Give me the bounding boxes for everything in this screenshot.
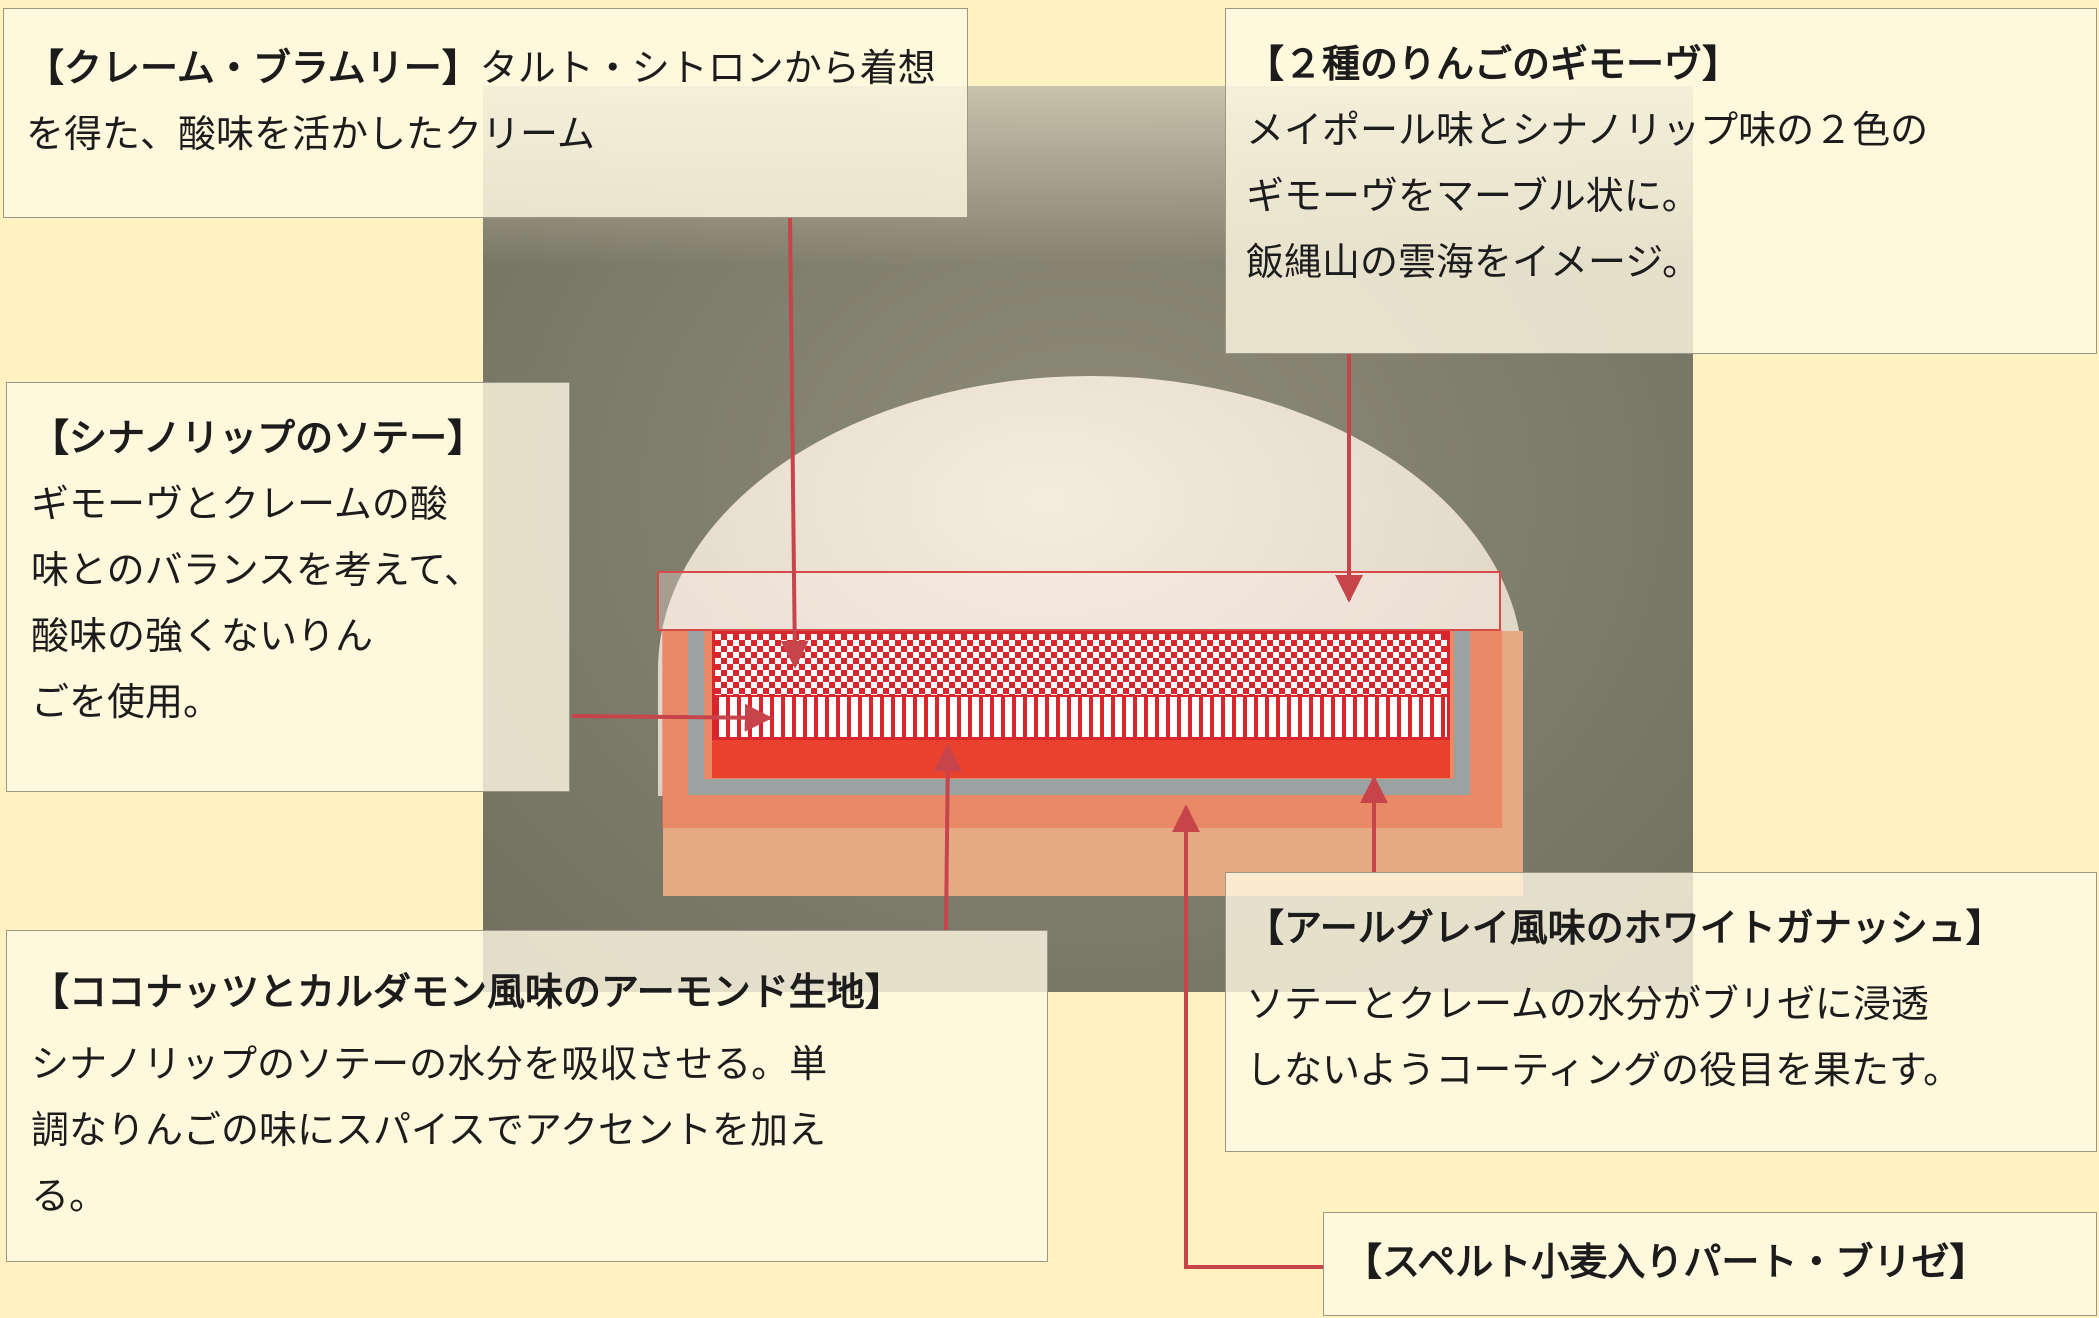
arrow-saute <box>571 703 773 732</box>
label-almond: 【ココナッツとカルダモン風味のアーモンド生地】 シナノリップのソテーの水分を吸収… <box>6 930 1048 1262</box>
label-almond-desc: シナノリップのソテーの水分を吸収させる。単 調なりんごの味にスパイスでアクセント… <box>31 1042 828 1218</box>
layer-white-ganache <box>688 630 1470 795</box>
label-creme-brulee: 【クレーム・ブラムリー】タルト・シトロンから着想を得た、酸味を活かしたクリーム <box>3 8 968 218</box>
layer-apple-saute <box>712 695 1450 740</box>
label-creme-brulee-desc: タルト・シトロンから着想を得た、酸味を活かしたクリーム <box>26 46 936 156</box>
label-guimauve: 【２種のりんごのギモーヴ】 メイポール味とシナノリップ味の２色の ギモーヴをマー… <box>1225 8 2097 354</box>
label-saute-title: 【シナノリップのソテー】 <box>31 416 486 460</box>
label-saute-desc: ギモーヴとクレームの酸 味とのバランスを考えて、 酸味の強くないりん ごを使用。 <box>31 482 483 724</box>
arrow-almond <box>933 743 962 931</box>
layer-creme-brulee <box>712 631 1450 697</box>
label-guimauve-desc: メイポール味とシナノリップ味の２色の ギモーヴをマーブル状に。 飯縄山の雲海をイ… <box>1246 108 1929 284</box>
label-saute: 【シナノリップのソテー】 ギモーヴとクレームの酸 味とのバランスを考えて、 酸味… <box>6 382 570 792</box>
label-ganache-title: 【アールグレイ風味のホワイトガナッシュ】 <box>1246 906 2004 950</box>
label-guimauve-title: 【２種のりんごのギモーヴ】 <box>1246 42 1741 86</box>
label-brisee-title: 【スペルト小麦入りパート・ブリゼ】 <box>1344 1240 1988 1284</box>
arrow-creme-brulee <box>780 217 809 669</box>
label-ganache: 【アールグレイ風味のホワイトガナッシュ】 ソテーとクレームの水分がブリゼに浸透 … <box>1225 872 2097 1152</box>
label-almond-title: 【ココナッツとカルダモン風味のアーモンド生地】 <box>31 970 903 1014</box>
layer-almond-sponge <box>712 740 1450 778</box>
label-creme-brulee-title: 【クレーム・ブラムリー】 <box>26 46 480 90</box>
arrow-brisee <box>1172 804 1323 1269</box>
label-ganache-desc: ソテーとクレームの水分がブリゼに浸透 しないようコーティングの役目を果たす。 <box>1246 982 1962 1092</box>
label-brisee: 【スペルト小麦入りパート・ブリゼ】 <box>1323 1212 2097 1316</box>
